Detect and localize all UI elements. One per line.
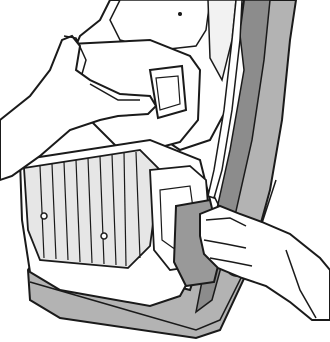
grille-screw-left	[41, 213, 47, 219]
body-screw	[178, 12, 182, 16]
grille-screw-right	[101, 233, 107, 239]
